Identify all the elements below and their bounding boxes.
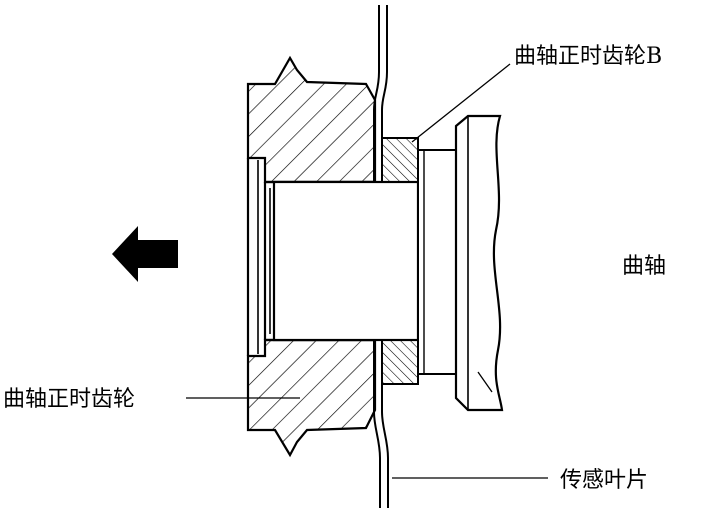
label-crank-timing-gear-b: 曲轴正时齿轮B bbox=[514, 44, 663, 69]
label-crankshaft: 曲轴 bbox=[622, 254, 667, 279]
crank-timing-gear-b-upper bbox=[381, 137, 419, 183]
bushing-sleeve bbox=[257, 160, 420, 354]
leader-lines bbox=[186, 63, 548, 479]
label-crank-timing-gear: 曲轴正时齿轮 bbox=[3, 387, 136, 412]
crankshaft-end bbox=[417, 114, 504, 412]
arrow-left-icon bbox=[112, 226, 178, 282]
label-sensor-blade: 传感叶片 bbox=[560, 468, 649, 493]
crank-timing-gear-upper bbox=[246, 55, 377, 184]
crank-timing-gear-b-lower bbox=[381, 339, 419, 385]
